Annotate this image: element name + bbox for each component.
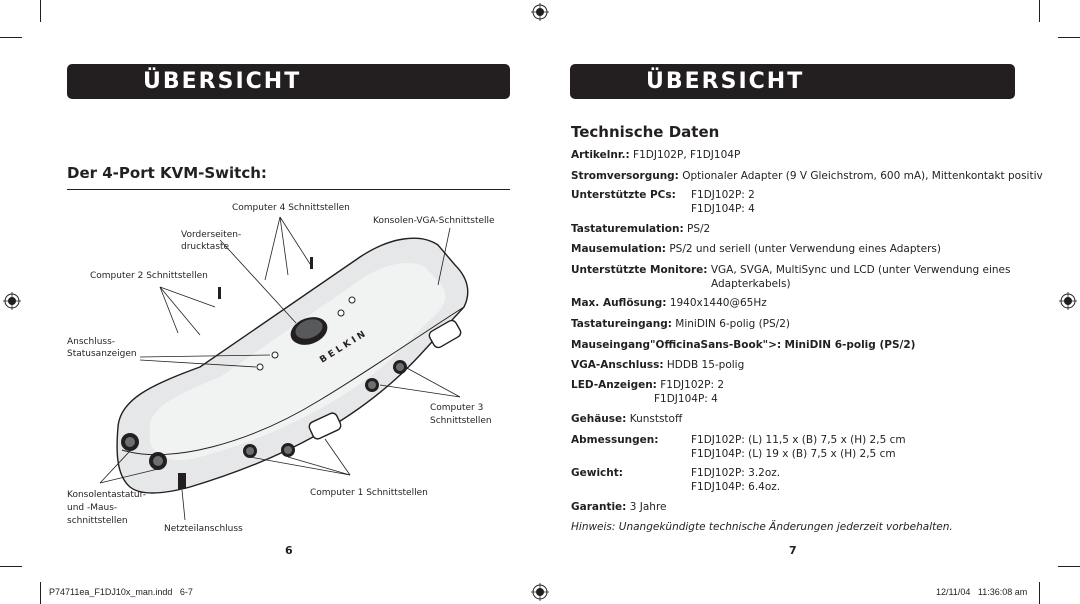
spec-mouse-emulation: Mausemulation: PS/2 und seriell (unter V… xyxy=(571,243,941,255)
slug-timestamp: 12/11/04 11:36:08 am xyxy=(936,587,1028,597)
label-console-vga: Konsolen-VGA-Schnittstelle xyxy=(373,216,495,226)
label-console-keyboard-mouse: schnittstellen xyxy=(67,516,128,526)
spec-dimensions-value: F1DJ102P: (L) 11,5 x (B) 7,5 x (H) 2,5 c… xyxy=(691,434,906,446)
spec-pcs-label: Unterstützte PCs: xyxy=(571,189,676,201)
spec-monitors-cont: Adapterkabels) xyxy=(711,278,791,290)
spec-dimensions-value: F1DJ104P: (L) 19 x (B) 7,5 x (H) 2,5 cm xyxy=(691,448,896,460)
spec-weight-value: F1DJ102P: 3.2oz. xyxy=(691,467,781,479)
spec-weight-value: F1DJ104P: 6.4oz. xyxy=(691,481,781,493)
spec-power: Stromversorgung: Optionaler Adapter (9 V… xyxy=(571,170,1043,182)
spec-leds-cont: F1DJ104P: 4 xyxy=(654,393,718,405)
label-front-button: Vorderseiten- xyxy=(181,230,242,240)
page-title: Der 4-Port KVM-Switch: xyxy=(67,164,267,182)
spec-mouse-input: Mauseingang"OfficinaSans-Book">: MiniDIN… xyxy=(571,339,916,351)
spec-pcs-value: F1DJ102P: 2 xyxy=(691,189,755,201)
crop-mark xyxy=(1058,37,1080,38)
spec-dimensions-label: Abmessungen: xyxy=(571,434,659,446)
divider xyxy=(67,189,510,190)
label-power: Netzteilanschluss xyxy=(164,524,243,534)
registration-mark-icon xyxy=(531,3,549,21)
crop-mark xyxy=(40,582,41,604)
crop-mark xyxy=(40,0,41,22)
spec-warranty: Garantie: 3 Jahre xyxy=(571,501,667,513)
registration-mark-icon xyxy=(531,583,549,601)
kvm-switch-illustration: BELKIN xyxy=(99,216,469,521)
crop-mark xyxy=(0,37,22,38)
label-computer2: Computer 2 Schnittstellen xyxy=(90,271,208,281)
spec-monitors: Unterstützte Monitore: VGA, SVGA, MultiS… xyxy=(571,264,1011,276)
slug-filename: P74711ea_F1DJ10x_man.indd 6-7 xyxy=(49,587,193,597)
crop-mark xyxy=(1058,566,1080,567)
crop-mark xyxy=(0,566,22,567)
spec-article: Artikelnr.: F1DJ102P, F1DJ104P xyxy=(571,149,741,161)
page-number: 7 xyxy=(789,544,797,557)
spec-vga: VGA-Anschluss: HDDB 15-polig xyxy=(571,359,745,371)
section-banner: ÜBERSICHT xyxy=(570,64,1015,99)
page-title: Technische Daten xyxy=(571,123,720,141)
spec-housing: Gehäuse: Kunststoff xyxy=(571,413,683,425)
spec-pcs-value: F1DJ104P: 4 xyxy=(691,203,755,215)
spec-leds: LED-Anzeigen: F1DJ102P: 2 xyxy=(571,379,725,391)
label-computer3: Schnittstellen xyxy=(430,416,492,426)
spec-resolution: Max. Auflösung: 1940x1440@65Hz xyxy=(571,297,767,309)
registration-mark-icon xyxy=(1059,292,1077,310)
spec-keyboard-input: Tastatureingang: MiniDIN 6-polig (PS/2) xyxy=(571,318,790,330)
registration-mark-icon xyxy=(3,292,21,310)
spec-keyboard-emulation: Tastaturemulation: PS/2 xyxy=(571,223,711,235)
label-front-button: drucktaste xyxy=(181,242,230,252)
page-number: 6 xyxy=(285,544,293,557)
label-console-keyboard-mouse: und -Maus- xyxy=(67,503,118,513)
label-computer3: Computer 3 xyxy=(430,403,484,413)
label-console-keyboard-mouse: Konsolentastatur- xyxy=(67,490,146,500)
label-status-leds: Statusanzeigen xyxy=(67,349,137,359)
label-computer4: Computer 4 Schnittstellen xyxy=(232,203,350,213)
crop-mark xyxy=(1039,0,1040,22)
label-status-leds: Anschluss- xyxy=(67,337,116,347)
label-computer1: Computer 1 Schnittstellen xyxy=(310,488,428,498)
section-banner: ÜBERSICHT xyxy=(67,64,510,99)
spec-weight-label: Gewicht: xyxy=(571,467,623,479)
spec-note: Hinweis: Unangekündigte technische Änder… xyxy=(571,521,953,533)
crop-mark xyxy=(1039,582,1040,604)
